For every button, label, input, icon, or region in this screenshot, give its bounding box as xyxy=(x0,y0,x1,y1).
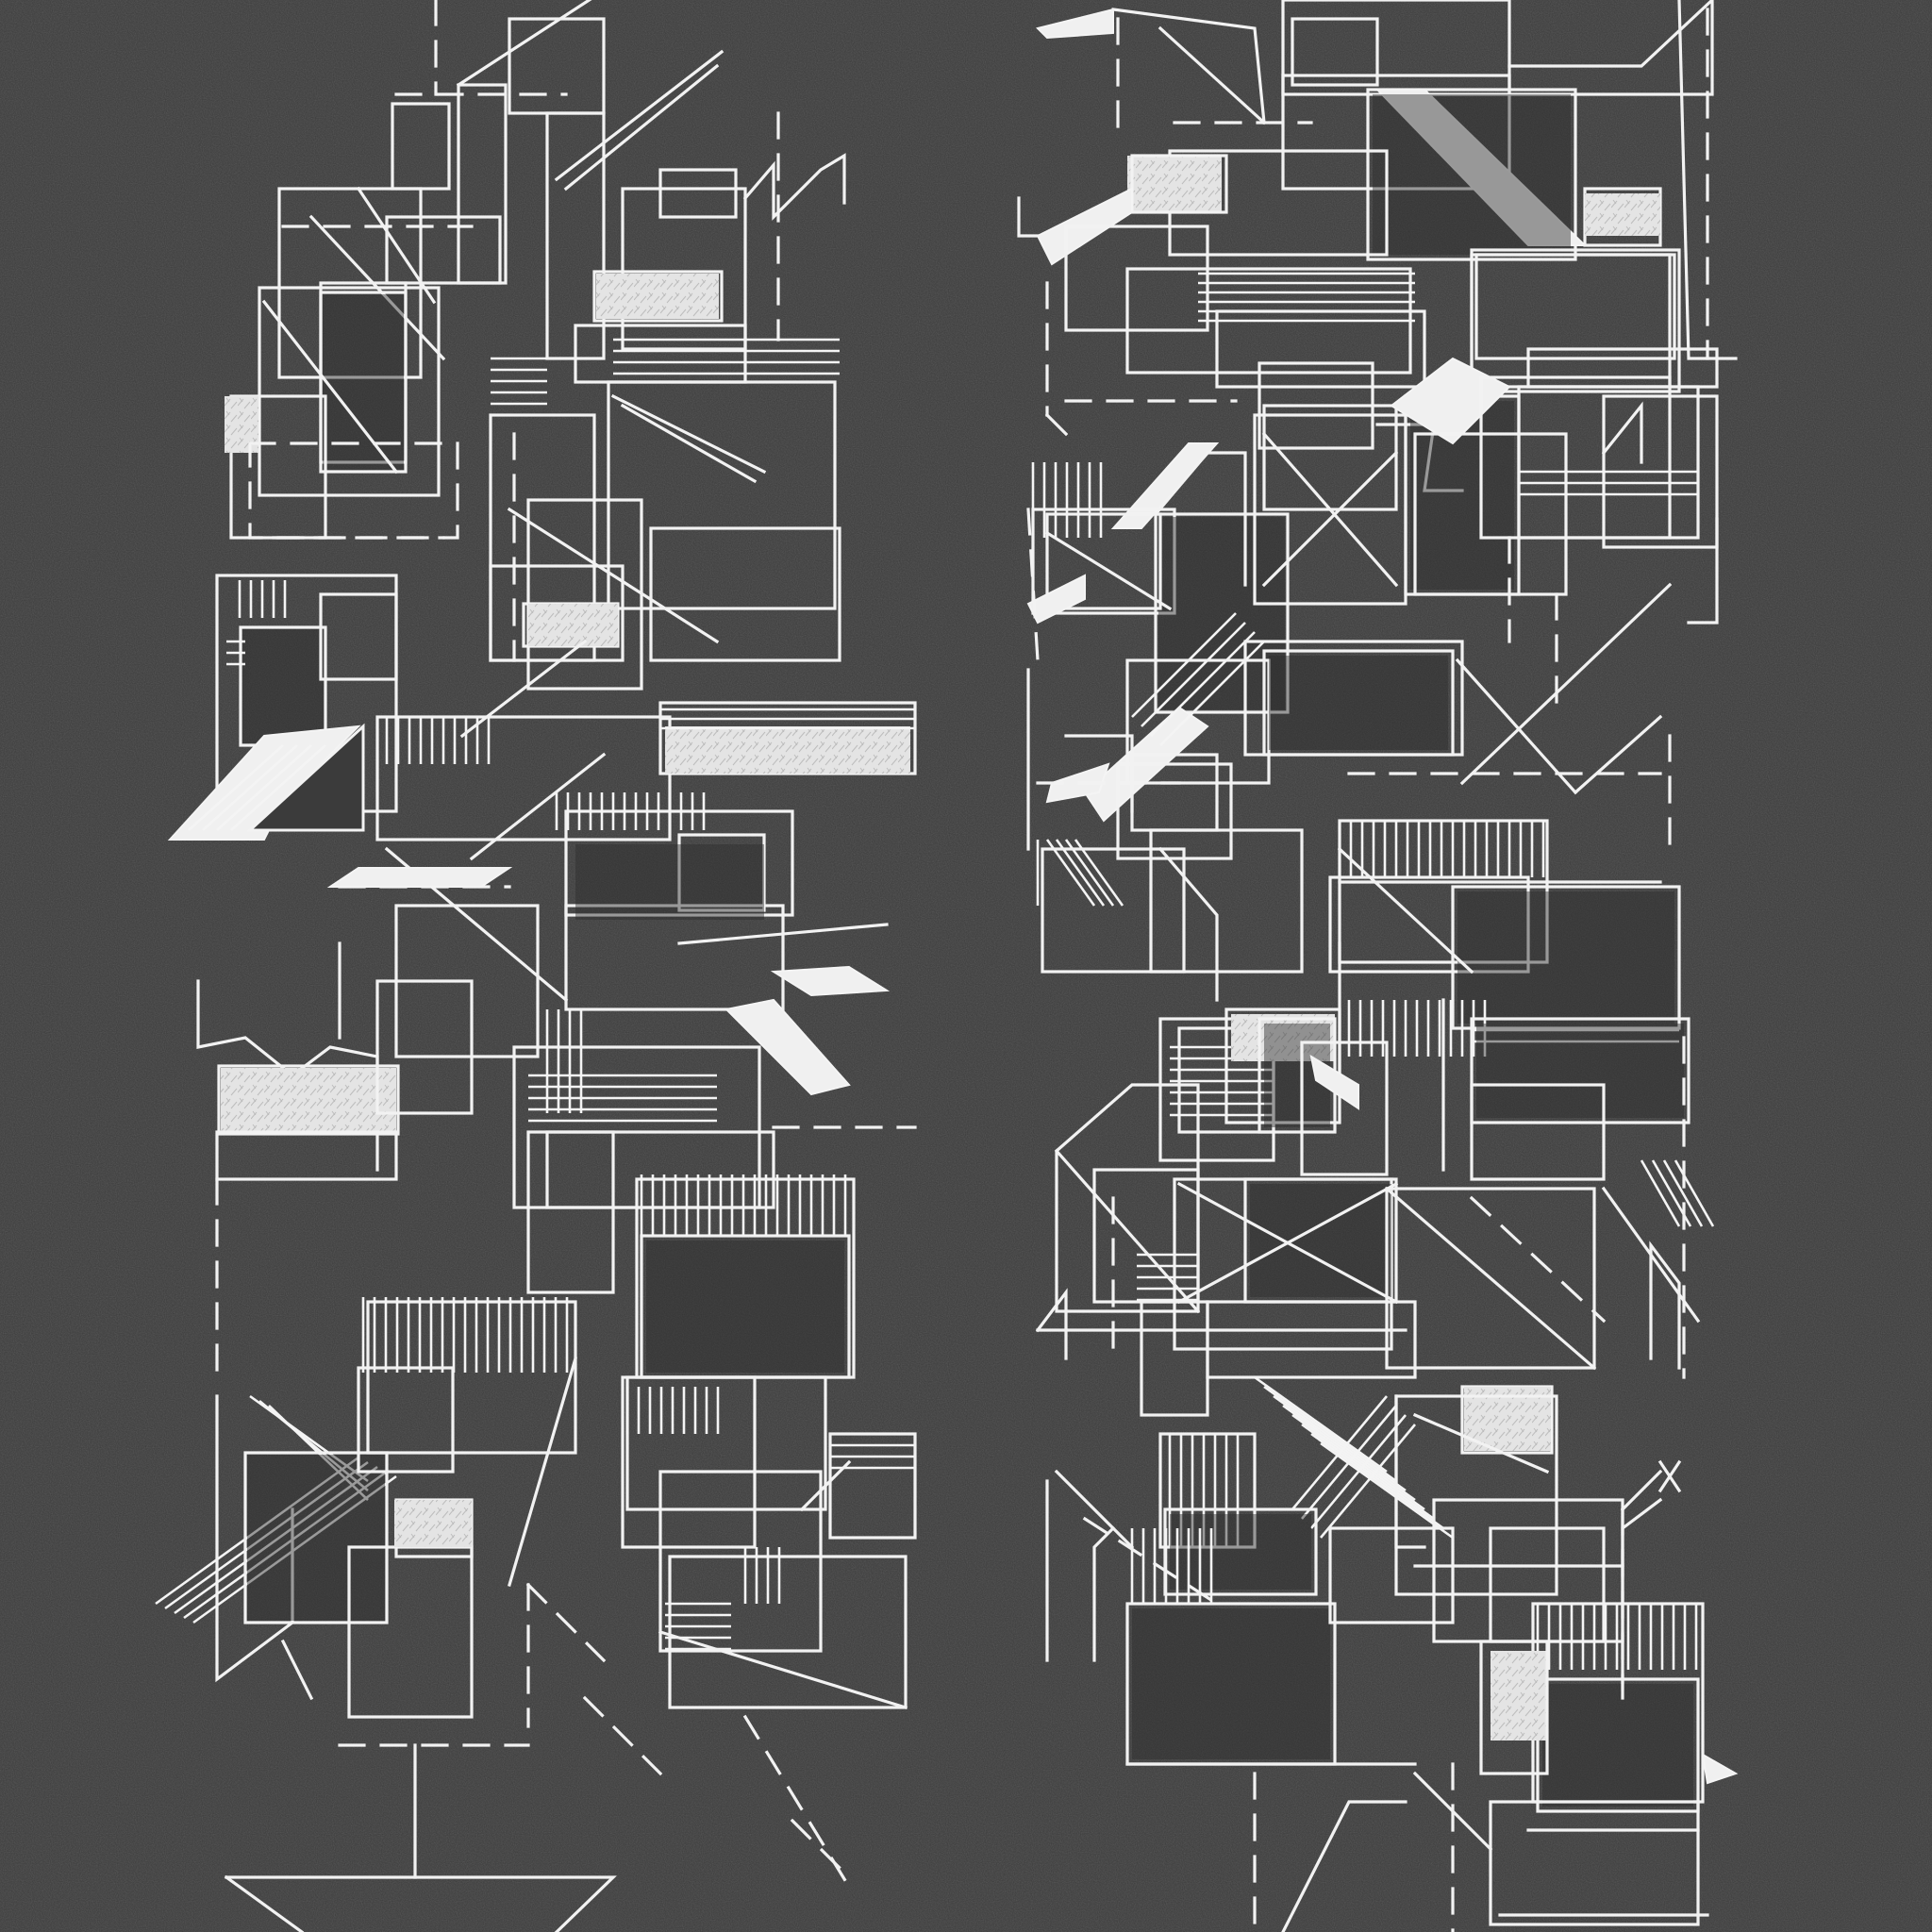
left-structure-column xyxy=(155,0,917,1932)
right-structure-column xyxy=(1017,0,1739,1932)
